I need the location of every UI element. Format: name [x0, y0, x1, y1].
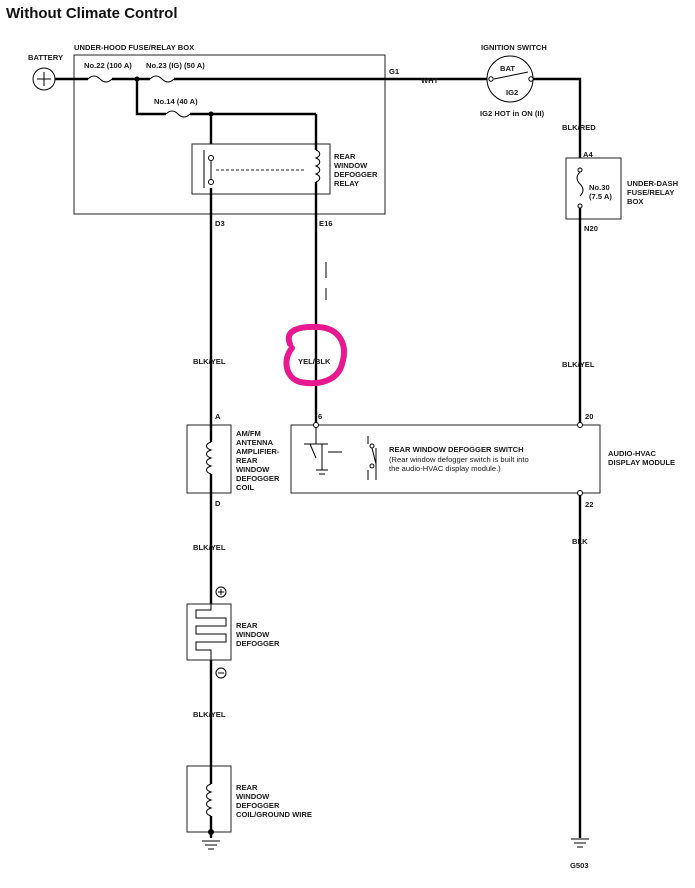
- defogger-label-2: WINDOW: [236, 630, 270, 639]
- pin-d: D: [215, 499, 221, 508]
- ig2-terminal: IG2: [506, 88, 518, 97]
- module-label-1: AUDIO-HVAC: [608, 449, 656, 458]
- blk-wire-label: BLK: [572, 537, 588, 546]
- antenna-label-2: ANTENNA: [236, 438, 274, 447]
- bat-terminal: BAT: [500, 64, 515, 73]
- antenna-label-3: AMPLIFIER-: [236, 447, 280, 456]
- pin-20: 20: [585, 412, 593, 421]
- blk-yel-wire-label-1: BLK/YEL: [193, 357, 226, 366]
- ground-symbol: [202, 840, 220, 850]
- battery-label: BATTERY: [28, 53, 63, 62]
- underdash-label-3: BOX: [627, 197, 643, 206]
- antenna-label-7: COIL: [236, 483, 255, 492]
- fuse-23-label: No.23 (IG) (50 A): [146, 61, 205, 70]
- module-label-2: DISPLAY MODULE: [608, 458, 675, 467]
- fuse-30: [576, 167, 584, 209]
- wht-wire-label: WHT: [421, 76, 439, 85]
- pin-22: 22: [585, 500, 593, 509]
- coil-ground-label-4: COIL/GROUND WIRE: [236, 810, 312, 819]
- switch-note-2: the audio-HVAC display module.): [389, 464, 501, 473]
- transistor-symbol: [304, 428, 342, 475]
- fuse-14: [165, 110, 191, 118]
- underhood-fuse-box: [73, 54, 386, 215]
- blk-yel-wire-label-4: BLK/YEL: [193, 710, 226, 719]
- fuse-30-rating: (7.5 A): [589, 192, 612, 201]
- yel-blk-wire-label: YEL/BLK: [298, 357, 331, 366]
- underdash-label-2: FUSE/RELAY: [627, 188, 674, 197]
- g503-label: G503: [570, 861, 589, 870]
- fuse-22-label: No.22 (100 A): [84, 61, 132, 70]
- defogger-label-1: REAR: [236, 621, 258, 630]
- audio-hvac-module: [290, 424, 601, 494]
- antenna-label-6: DEFOGGER: [236, 474, 280, 483]
- ground-g503-symbol: [571, 838, 589, 848]
- pin-a: A: [215, 412, 221, 421]
- antenna-label-4: REAR: [236, 456, 258, 465]
- pin-6: 6: [318, 412, 322, 421]
- coil-ground-label-3: DEFOGGER: [236, 801, 280, 810]
- plus-terminal-icon: [215, 586, 227, 598]
- switch-note-1: (Rear window defogger switch is built in…: [389, 455, 529, 464]
- defogger-switch-symbol: [367, 436, 377, 480]
- defogger-switch-label: REAR WINDOW DEFOGGER SWITCH: [389, 445, 524, 454]
- g1-pin: G1: [389, 67, 400, 76]
- rear-window-defogger: [186, 603, 232, 661]
- underhood-fuse-box-label: UNDER-HOOD FUSE/RELAY BOX: [74, 43, 194, 52]
- defogger-relay: [191, 143, 331, 195]
- defogger-grid-icon: [195, 604, 227, 660]
- fuse-23: [149, 75, 175, 83]
- e16-pin: E16: [319, 219, 333, 228]
- n20-pin: N20: [584, 224, 598, 233]
- blk-yel-wire-label-module: BLK/YEL: [562, 360, 595, 369]
- d3-pin: D3: [215, 219, 225, 228]
- relay-label-1: REAR: [334, 152, 356, 161]
- relay-label-4: RELAY: [334, 179, 359, 188]
- relay-label-3: DEFOGGER: [334, 170, 378, 179]
- relay-internals: [203, 114, 321, 188]
- ignition-switch-label: IGNITION SWITCH: [481, 43, 547, 52]
- a4-pin: A4: [583, 150, 593, 159]
- underdash-label-1: UNDER-DASH: [627, 179, 678, 188]
- fuse-30-label: No.30: [589, 183, 610, 192]
- minus-terminal-icon: [215, 667, 227, 679]
- blk-yel-wire-label-3: BLK/YEL: [193, 543, 226, 552]
- antenna-amplifier: [186, 424, 232, 494]
- fuse-22: [87, 75, 113, 83]
- fuse-14-label: No.14 (40 A): [154, 97, 198, 106]
- coil-ground-label-2: WINDOW: [236, 792, 270, 801]
- relay-label-2: WINDOW: [334, 161, 368, 170]
- blk-red-wire-label: BLK/RED: [562, 123, 596, 132]
- yel-blk-highlight: [283, 323, 347, 387]
- battery-symbol: [32, 67, 56, 91]
- antenna-label-5: WINDOW: [236, 465, 270, 474]
- underdash-fuse-box: [565, 157, 622, 220]
- ig2-note: IG2 HOT in ON (II): [480, 109, 545, 118]
- defogger-label-3: DEFOGGER: [236, 639, 280, 648]
- page-title: Without Climate Control: [6, 5, 178, 22]
- coil-ground-label-1: REAR: [236, 783, 258, 792]
- antenna-label-1: AM/FM: [236, 429, 261, 438]
